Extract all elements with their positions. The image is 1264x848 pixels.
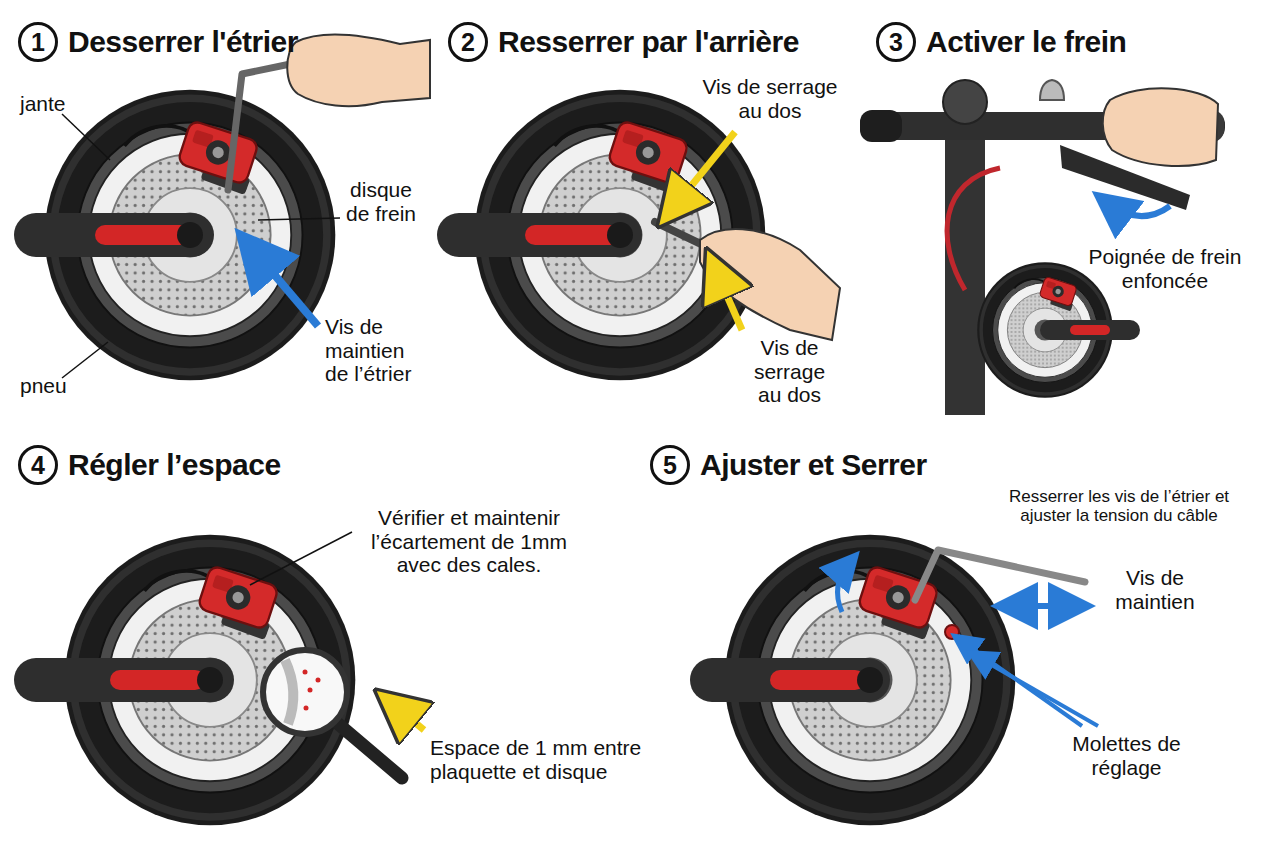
part-label: Vis de serrage au dos <box>690 75 850 122</box>
part-label: Molettes de réglage <box>1064 732 1189 779</box>
step-title: Desserrer l'étrier <box>68 25 298 59</box>
part-label: disque de frein <box>345 178 417 225</box>
step-heading: 3 Activer le frein <box>876 22 1126 62</box>
part-label: Vis de maintien <box>1100 566 1210 613</box>
part-label: jante <box>20 92 90 116</box>
callout-number: 2 <box>448 22 488 62</box>
callout-number: 3 <box>876 22 916 62</box>
step-title: Ajuster et Serrer <box>700 448 927 482</box>
instruction-note: Vérifier et maintenir l’écartement de 1m… <box>355 506 583 577</box>
callout-number: 1 <box>18 22 58 62</box>
part-label: pneu <box>20 374 90 398</box>
step-title: Régler l’espace <box>68 448 281 482</box>
part-label: Poignée de frein enfoncée <box>1080 245 1250 292</box>
callout-number: 5 <box>650 445 690 485</box>
step-heading: 2 Resserrer par l'arrière <box>448 22 799 62</box>
instruction-note: Espace de 1 mm entre plaquette et disque <box>430 736 662 783</box>
step-heading: 1 Desserrer l'étrier <box>18 22 298 62</box>
callout-number: 4 <box>18 445 58 485</box>
step-heading: 4 Régler l’espace <box>18 445 281 485</box>
step-heading: 5 Ajuster et Serrer <box>650 445 927 485</box>
step-title: Activer le frein <box>926 25 1126 59</box>
step-title: Resserrer par l'arrière <box>498 25 799 59</box>
instruction-note: Resserrer les vis de l’étrier et ajuster… <box>988 487 1250 525</box>
part-label: Vis de maintien de l’étrier <box>325 315 425 386</box>
part-label: Vis de serrage au dos <box>742 336 837 407</box>
